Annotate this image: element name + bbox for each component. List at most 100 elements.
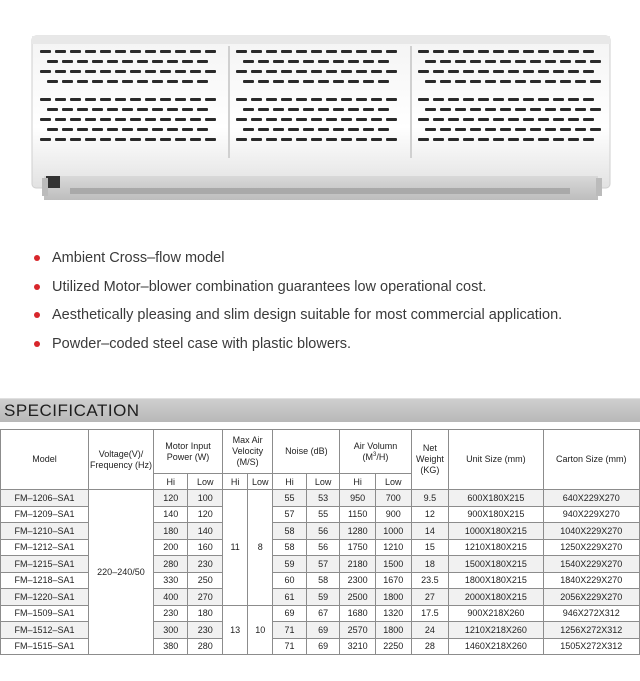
- header-voltage: Voltage(V)/ Frequency (Hz): [87, 429, 154, 490]
- cell-air-hi: 3210: [339, 637, 376, 655]
- vent-slot: [273, 128, 284, 131]
- vent-slot: [145, 118, 156, 121]
- cell-model: FM–1509–SA1: [0, 604, 89, 622]
- vent-slot: [333, 60, 344, 63]
- cell-carton-size: 1840X229X270: [542, 571, 640, 589]
- vent-slot: [160, 70, 171, 73]
- feature-item: Utilized Motor–blower combination guaran…: [34, 277, 562, 306]
- vent-slot: [236, 50, 247, 53]
- vent-slot: [433, 98, 444, 101]
- feature-item: Powder–coded steel case with plastic blo…: [34, 334, 562, 363]
- vent-slot: [190, 118, 201, 121]
- vent-slot: [145, 138, 156, 141]
- vent-slot: [418, 98, 429, 101]
- cell-noise-hi: 71: [272, 621, 307, 639]
- vent-slot: [318, 60, 329, 63]
- vent-slot: [463, 118, 474, 121]
- cell-unit-size: 900X218X260: [448, 604, 544, 622]
- vent-slot: [137, 60, 148, 63]
- vent-slot: [70, 50, 81, 53]
- vent-slot: [530, 108, 541, 111]
- vent-slot: [107, 60, 118, 63]
- vent-slot: [55, 138, 66, 141]
- vent-slot: [326, 50, 337, 53]
- cell-noise-hi: 57: [272, 505, 307, 523]
- vent-slot: [311, 118, 322, 121]
- vent-slot: [386, 118, 397, 121]
- vent-slot: [100, 118, 111, 121]
- cell-unit-size: 1800X180X215: [448, 571, 544, 589]
- cell-model: FM–1212–SA1: [0, 538, 89, 556]
- vent-slot: [281, 50, 292, 53]
- vent-slot: [266, 50, 277, 53]
- vent-slot: [296, 50, 307, 53]
- vent-slot: [386, 70, 397, 73]
- header-low: Low: [187, 473, 224, 490]
- vent-slot: [160, 138, 171, 141]
- vent-slot: [590, 80, 601, 83]
- vent-slot: [288, 80, 299, 83]
- vent-slot: [341, 118, 352, 121]
- cell-carton-size: 940X229X270: [542, 505, 640, 523]
- vent-slot: [243, 80, 254, 83]
- cell-power-hi: 180: [152, 522, 189, 540]
- cell-net-weight: 15: [410, 538, 450, 556]
- vent-slot: [508, 138, 519, 141]
- vent-slot: [523, 98, 534, 101]
- vent-slot: [303, 60, 314, 63]
- vent-slot: [356, 118, 367, 121]
- vent-slot: [538, 98, 549, 101]
- vent-slot: [152, 108, 163, 111]
- vent-slot: [455, 108, 466, 111]
- cell-noise-low: 53: [305, 489, 341, 507]
- vent-slot: [341, 138, 352, 141]
- vent-slot: [288, 60, 299, 63]
- vent-slot: [311, 98, 322, 101]
- cell-air-hi: 1680: [339, 604, 376, 622]
- cell-carton-size: 1040X229X270: [542, 522, 640, 540]
- vent-slot: [77, 80, 88, 83]
- vent-slot: [333, 108, 344, 111]
- vent-slot: [258, 128, 269, 131]
- vent-slot: [440, 128, 451, 131]
- cell-air-hi: 1750: [339, 538, 376, 556]
- cell-velocity-hi: 13: [222, 604, 249, 655]
- cell-air-low: 1320: [374, 604, 412, 622]
- cell-unit-size: 1210X218X260: [448, 621, 544, 639]
- vent-slot: [326, 118, 337, 121]
- vent-slot: [243, 60, 254, 63]
- vent-slot: [363, 80, 374, 83]
- vent-slot: [363, 128, 374, 131]
- vent-slot: [478, 50, 489, 53]
- vent-slot: [356, 70, 367, 73]
- header-motor-power: Motor Input Power (W): [152, 429, 224, 474]
- vent-slot: [130, 118, 141, 121]
- vent-slot: [47, 128, 58, 131]
- vent-slot: [348, 108, 359, 111]
- header-hi: Hi: [152, 473, 189, 490]
- header-model: Model: [0, 429, 89, 490]
- vent-slot: [575, 108, 586, 111]
- cell-unit-size: 2000X180X215: [448, 588, 544, 606]
- vent-slot: [273, 80, 284, 83]
- cell-power-low: 180: [187, 604, 224, 622]
- bullet-icon: [34, 283, 40, 290]
- vent-slot: [107, 128, 118, 131]
- vent-slot: [508, 50, 519, 53]
- vent-slot: [296, 118, 307, 121]
- vent-slot: [508, 70, 519, 73]
- vent-slot: [205, 98, 216, 101]
- vent-slot: [470, 80, 481, 83]
- vent-slot: [341, 98, 352, 101]
- cell-model: FM–1209–SA1: [0, 505, 89, 523]
- cell-air-hi: 1280: [339, 522, 376, 540]
- vent-slot: [152, 80, 163, 83]
- cell-net-weight: 12: [410, 505, 450, 523]
- vent-slot: [160, 50, 171, 53]
- vent-slot: [175, 138, 186, 141]
- cell-power-low: 160: [187, 538, 224, 556]
- vent-slot: [92, 108, 103, 111]
- vent-slot: [538, 118, 549, 121]
